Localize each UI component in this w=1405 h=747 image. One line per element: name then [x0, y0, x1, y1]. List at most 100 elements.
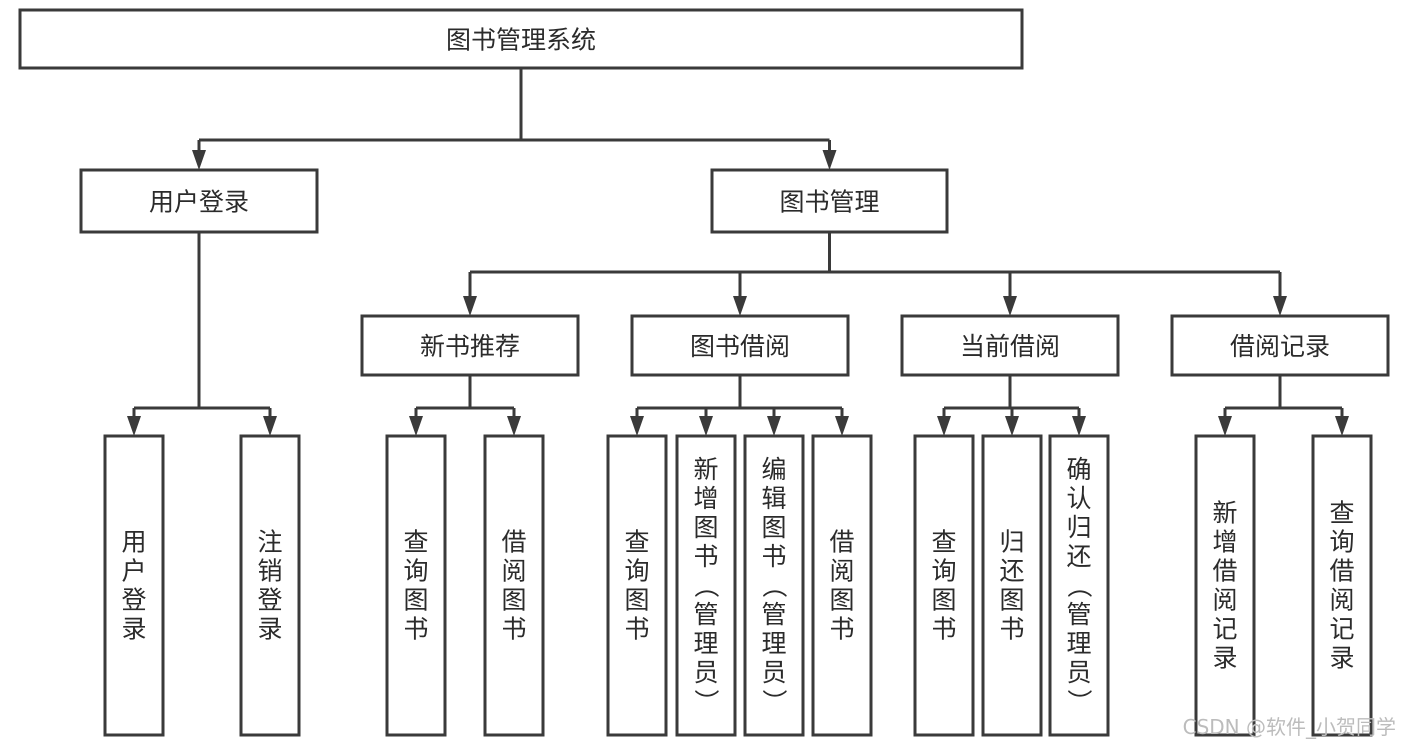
- svg-text:询: 询: [1329, 528, 1354, 557]
- arrow-head-icon: [1072, 416, 1086, 436]
- svg-text:阅: 阅: [829, 557, 854, 586]
- arrow-head-icon: [822, 150, 837, 170]
- svg-text:书: 书: [624, 615, 649, 644]
- svg-text:管: 管: [693, 600, 718, 629]
- svg-text:图: 图: [693, 513, 718, 542]
- node-box[interactable]: [483, 434, 545, 737]
- node-box[interactable]: [385, 434, 447, 737]
- svg-text:录: 录: [257, 615, 282, 644]
- level2-node-2[interactable]: 图书管理: [710, 168, 949, 234]
- watermark-label: CSDN @软件_小贺同学: [1183, 715, 1396, 739]
- svg-text:书: 书: [693, 542, 718, 571]
- node-box[interactable]: [79, 168, 319, 234]
- svg-text:登: 登: [121, 586, 146, 615]
- node-box[interactable]: [1194, 434, 1256, 737]
- node-box[interactable]: [1311, 434, 1373, 737]
- node-box[interactable]: [630, 314, 850, 377]
- root-node-book-management-system[interactable]: 图书管理系统: [18, 8, 1024, 70]
- svg-text:理: 理: [1066, 629, 1091, 658]
- svg-text:询: 询: [931, 557, 956, 586]
- node-box[interactable]: [743, 434, 805, 737]
- svg-text:借: 借: [501, 528, 526, 557]
- svg-text:）: ）: [1065, 689, 1094, 714]
- svg-text:录: 录: [121, 615, 146, 644]
- leaf-node-1[interactable]: 用户登录: [103, 434, 165, 737]
- node-box[interactable]: [18, 8, 1024, 70]
- svg-text:（: （: [1065, 573, 1094, 598]
- level3-node-1[interactable]: 新书推荐: [360, 314, 580, 377]
- svg-text:员: 员: [761, 658, 786, 687]
- svg-text:辑: 辑: [761, 484, 786, 513]
- arrow-head-icon: [937, 416, 951, 436]
- node-box[interactable]: [710, 168, 949, 234]
- level2-node-1[interactable]: 用户登录: [79, 168, 319, 234]
- level3-node-4[interactable]: 借阅记录: [1170, 314, 1390, 377]
- node-label: 新书推荐: [420, 332, 520, 361]
- svg-text:图: 图: [624, 586, 649, 615]
- svg-text:书: 书: [931, 615, 956, 644]
- level3-node-3[interactable]: 当前借阅: [900, 314, 1120, 377]
- svg-text:（: （: [692, 573, 721, 598]
- node-label: 借阅记录: [1230, 332, 1330, 361]
- svg-text:图: 图: [931, 586, 956, 615]
- node-box[interactable]: [239, 434, 301, 737]
- svg-text:增: 增: [1212, 528, 1237, 557]
- arrow-head-icon: [1005, 416, 1019, 436]
- node-box[interactable]: [360, 314, 580, 377]
- arrow-head-icon: [1273, 296, 1287, 316]
- node-box[interactable]: [1048, 434, 1110, 737]
- svg-text:编: 编: [761, 455, 786, 484]
- arrow-head-icon: [699, 416, 713, 436]
- node-layer: 图书管理系统用户登录图书管理新书推荐图书借阅当前借阅借阅记录用户登录注销登录查询…: [18, 8, 1390, 737]
- arrow-head-icon: [192, 150, 206, 170]
- svg-text:录: 录: [1329, 644, 1354, 673]
- svg-text:查: 查: [624, 528, 649, 557]
- svg-text:图: 图: [403, 586, 428, 615]
- node-box[interactable]: [811, 434, 873, 737]
- level3-node-2[interactable]: 图书借阅: [630, 314, 850, 377]
- svg-text:归: 归: [999, 528, 1024, 557]
- node-box[interactable]: [1170, 314, 1390, 377]
- svg-text:增: 增: [693, 484, 718, 513]
- svg-text:员: 员: [693, 658, 718, 687]
- svg-text:图: 图: [829, 586, 854, 615]
- node-box[interactable]: [981, 434, 1043, 737]
- node-box[interactable]: [606, 434, 668, 737]
- svg-text:）: ）: [692, 689, 721, 714]
- node-label: 图书管理系统: [446, 26, 596, 55]
- svg-text:询: 询: [403, 557, 428, 586]
- svg-text:管: 管: [761, 600, 786, 629]
- arrow-head-icon: [409, 416, 423, 436]
- arrow-head-icon: [1218, 416, 1232, 436]
- svg-text:新: 新: [1212, 499, 1237, 528]
- arrow-head-icon: [507, 416, 521, 436]
- node-box[interactable]: [675, 434, 737, 737]
- svg-text:阅: 阅: [1212, 586, 1237, 615]
- node-box[interactable]: [103, 434, 165, 737]
- svg-text:阅: 阅: [501, 557, 526, 586]
- svg-text:借: 借: [1329, 557, 1354, 586]
- svg-text:书: 书: [829, 615, 854, 644]
- svg-text:借: 借: [829, 528, 854, 557]
- svg-text:销: 销: [257, 557, 282, 586]
- svg-text:理: 理: [761, 629, 786, 658]
- node-box[interactable]: [913, 434, 975, 737]
- node-box[interactable]: [900, 314, 1120, 377]
- svg-text:阅: 阅: [1329, 586, 1354, 615]
